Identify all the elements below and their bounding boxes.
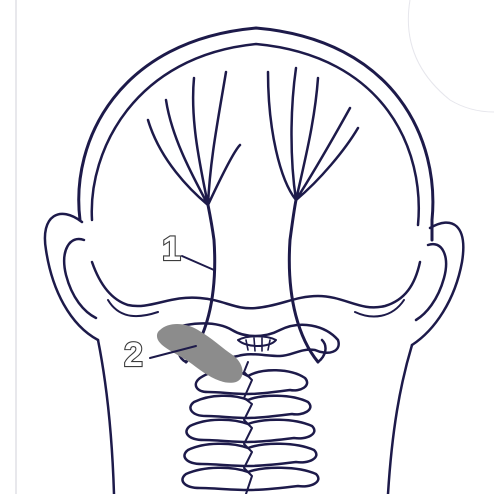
right-nerve-trunk <box>289 200 318 362</box>
left-nerve-branches <box>148 72 240 205</box>
spinous-processes <box>244 362 252 494</box>
neck-right-outline <box>388 345 412 494</box>
left-occipital-nerve <box>148 72 240 362</box>
neck-left-outline <box>98 340 114 494</box>
label-1-leader <box>182 256 214 270</box>
right-ear-inner <box>416 244 446 320</box>
left-ear-inner <box>64 239 96 318</box>
right-nerve-branches <box>268 68 358 200</box>
right-occipital-nerve <box>268 68 358 362</box>
label-1: 1 <box>162 230 181 268</box>
skull-base-contour <box>92 262 420 308</box>
left-ear <box>45 214 98 340</box>
background-arc <box>408 0 494 112</box>
right-ear <box>412 223 463 345</box>
skull-outer-contour <box>79 28 433 240</box>
cervical-spine <box>182 362 318 494</box>
label-2: 2 <box>124 336 143 374</box>
